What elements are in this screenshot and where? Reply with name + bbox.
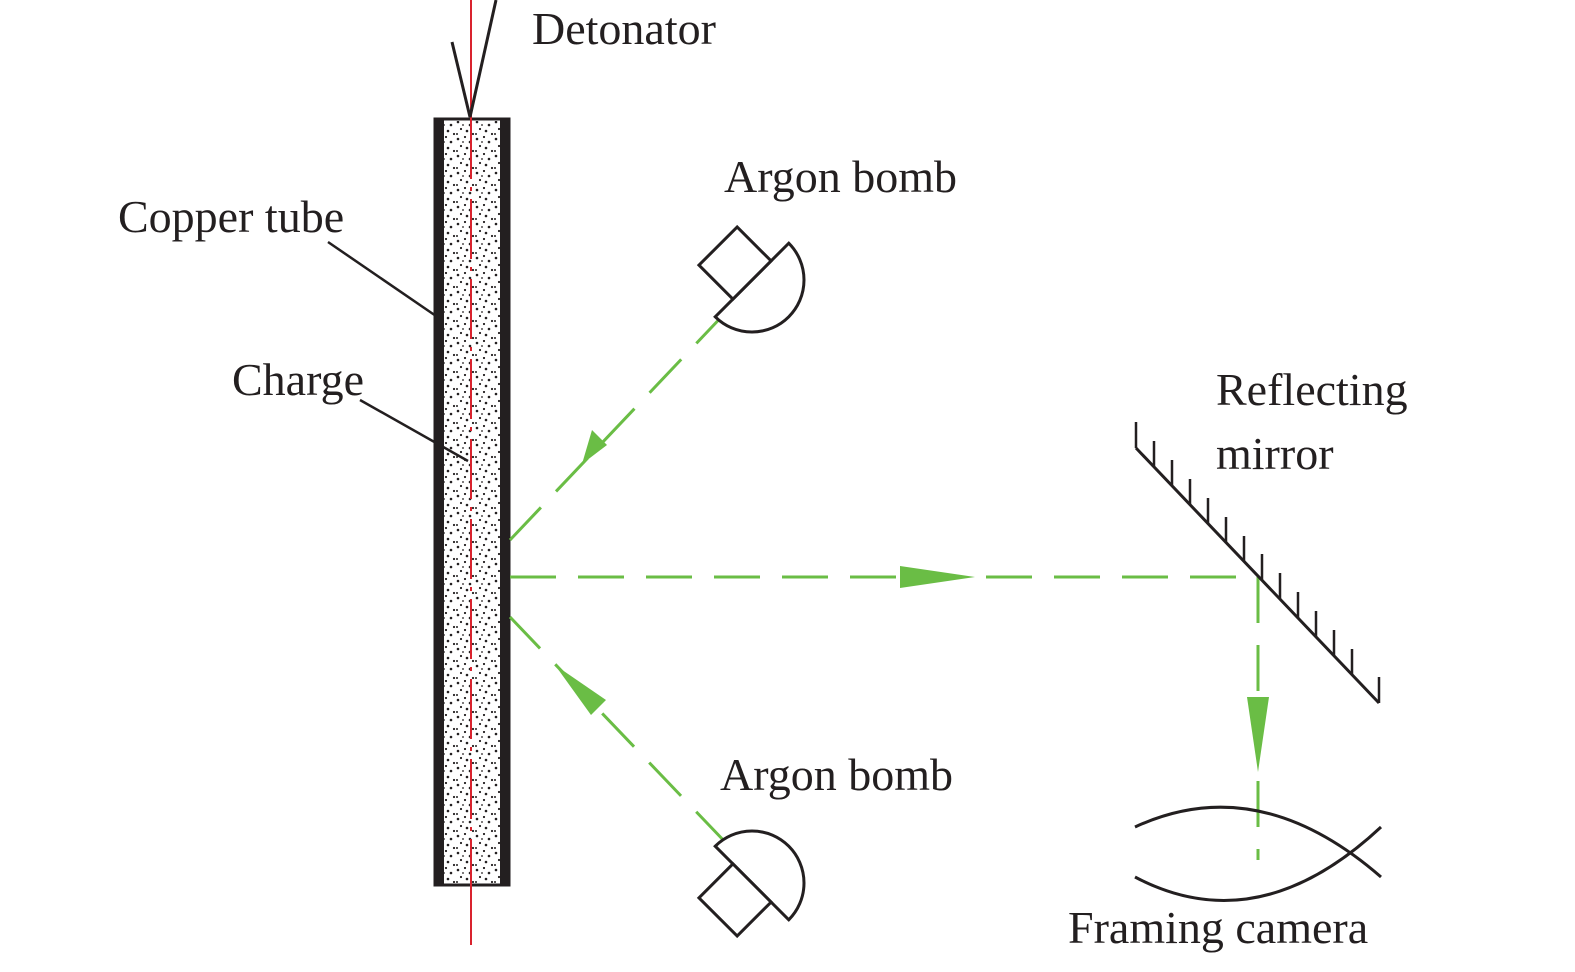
framing-camera-label: Framing camera (1068, 902, 1369, 953)
beam-bottom-incoming (508, 615, 730, 847)
copper-tube-label: Copper tube (118, 191, 345, 242)
argon-bomb-bottom-label: Argon bomb (720, 749, 953, 800)
reflecting-mirror-label-line1: Reflecting (1216, 364, 1408, 415)
argon-bomb-top-icon (696, 224, 806, 334)
beam-horizontal (510, 566, 1258, 588)
beam-top-incoming (508, 308, 730, 542)
argon-bomb-top-label: Argon bomb (724, 151, 957, 202)
argon-bomb-bottom-icon (696, 829, 806, 939)
charge-label: Charge (232, 354, 365, 405)
reflecting-mirror-icon (1134, 422, 1381, 705)
beam-vertical (1247, 577, 1269, 860)
copper-tube-leader (327, 240, 437, 318)
reflecting-mirror-label-line2: mirror (1216, 428, 1334, 479)
framing-camera-icon (1134, 805, 1383, 902)
detonator-label: Detonator (532, 3, 716, 54)
reflecting-mirror-label: Reflecting mirror (1216, 358, 1408, 486)
charge-leader (359, 398, 469, 463)
detonator-icon (450, 0, 498, 118)
